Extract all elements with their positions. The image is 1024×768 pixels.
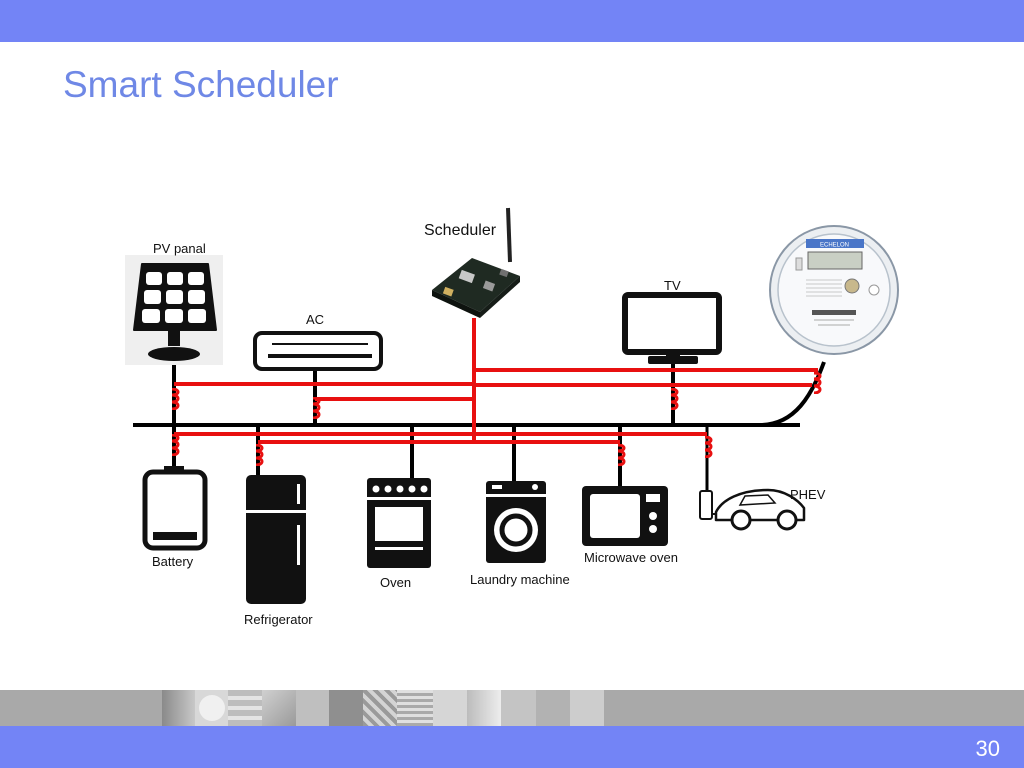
oven-icon: [367, 478, 431, 568]
ac-label: AC: [306, 312, 324, 327]
refrigerator-icon: [246, 475, 306, 604]
phev-label: PHEV: [790, 487, 826, 502]
scheduler-board-icon: [432, 207, 520, 318]
tv-label: TV: [664, 278, 681, 293]
page-number: 30: [975, 736, 1000, 761]
footer-bar: [0, 726, 1024, 768]
power-bus: [133, 355, 826, 492]
phev-icon: [699, 488, 806, 531]
control-network: [174, 318, 818, 444]
laundry-label: Laundry machine: [470, 572, 570, 587]
scheduler-label: Scheduler: [424, 222, 497, 239]
slide-title: Smart Scheduler: [63, 64, 339, 105]
pv-panel-icon: [125, 255, 223, 365]
meter-brand: ECHELON: [820, 243, 849, 249]
tv-icon: [622, 292, 722, 364]
microwave-label: Microwave oven: [584, 550, 678, 565]
microwave-oven-icon: [582, 486, 668, 546]
smart-home-diagram: Scheduler PV panal AC TV: [125, 207, 899, 627]
refrigerator-label: Refrigerator: [244, 612, 313, 627]
pv-panel-label: PV panal: [153, 241, 206, 256]
oven-label: Oven: [380, 575, 411, 590]
battery-label: Battery: [152, 554, 194, 569]
photo-strip: [0, 690, 1024, 726]
smart-meter-icon: ECHELON: [769, 225, 899, 355]
header-bar: [0, 0, 1024, 42]
ac-icon: [253, 331, 383, 371]
laundry-machine-icon: [486, 481, 546, 563]
battery-icon: [142, 466, 208, 551]
